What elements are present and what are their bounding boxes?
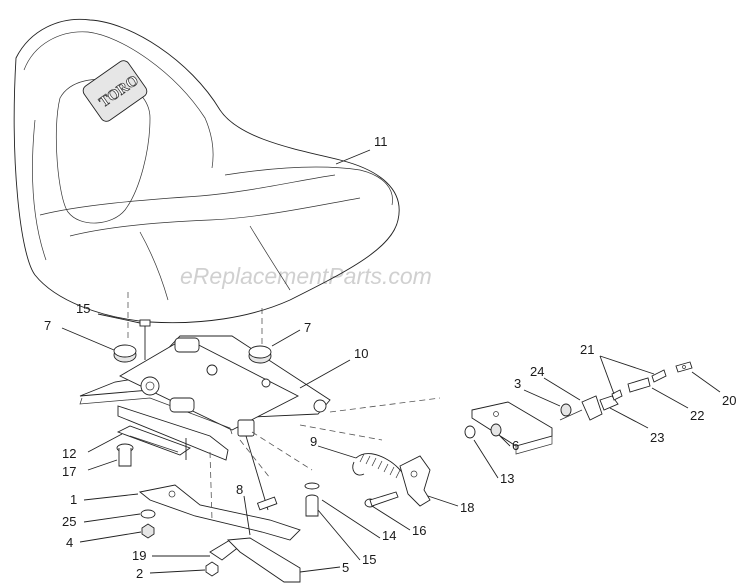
callout-17: 17 [62,464,76,479]
handle-5 [227,537,301,583]
callout-13: 13 [500,471,514,486]
washer-13 [464,425,476,439]
bolt-bottom [304,482,320,517]
callout-7-right: 7 [304,320,311,335]
nut-6 [490,423,502,437]
nut-3 [560,403,572,417]
callout-8: 8 [236,482,243,497]
callout-4: 4 [66,535,73,550]
callout-15-top: 15 [76,301,90,316]
seat: TORO [13,18,400,324]
callout-24: 24 [530,364,544,379]
callout-2: 2 [136,566,143,581]
bolt-top [139,319,151,360]
bolt-17 [116,438,187,467]
bumper-right [248,345,272,364]
callout-25: 25 [62,514,76,529]
bumper-left [113,344,137,363]
callout-19: 19 [132,548,146,563]
callout-12: 12 [62,446,76,461]
callout-5: 5 [342,560,349,575]
callout-14: 14 [382,528,396,543]
terminal-20 [675,361,693,373]
toro-logo: TORO [82,60,148,122]
callout-1: 1 [70,492,77,507]
bolt-16 [364,491,399,508]
callout-22: 22 [690,408,704,423]
callout-3: 3 [514,376,521,391]
seat-base [79,335,331,461]
callout-6: 6 [512,438,519,453]
callout-11: 11 [374,134,388,149]
watermark: eReplacementParts.com [180,263,432,289]
callout-9: 9 [310,434,317,449]
callout-21: 21 [580,342,594,357]
switch-24 [581,395,603,421]
latch-plate [399,455,431,507]
callout-7-left: 7 [44,318,51,333]
adjust-lever [138,484,301,541]
callout-15-bottom: 15 [362,552,376,567]
callout-23: 23 [650,430,664,445]
slide-rail [116,425,191,456]
nut-2 [205,561,219,577]
callout-10: 10 [354,346,368,361]
switch-bracket [471,401,553,455]
washer-25 [140,509,156,519]
clip-21 [611,369,667,401]
connector-22 [627,377,651,393]
callout-18: 18 [460,500,474,515]
callout-20: 20 [722,393,736,408]
spring [352,453,407,479]
callout-16: 16 [412,523,426,538]
link-rod [245,435,278,511]
nut-4 [141,523,155,539]
